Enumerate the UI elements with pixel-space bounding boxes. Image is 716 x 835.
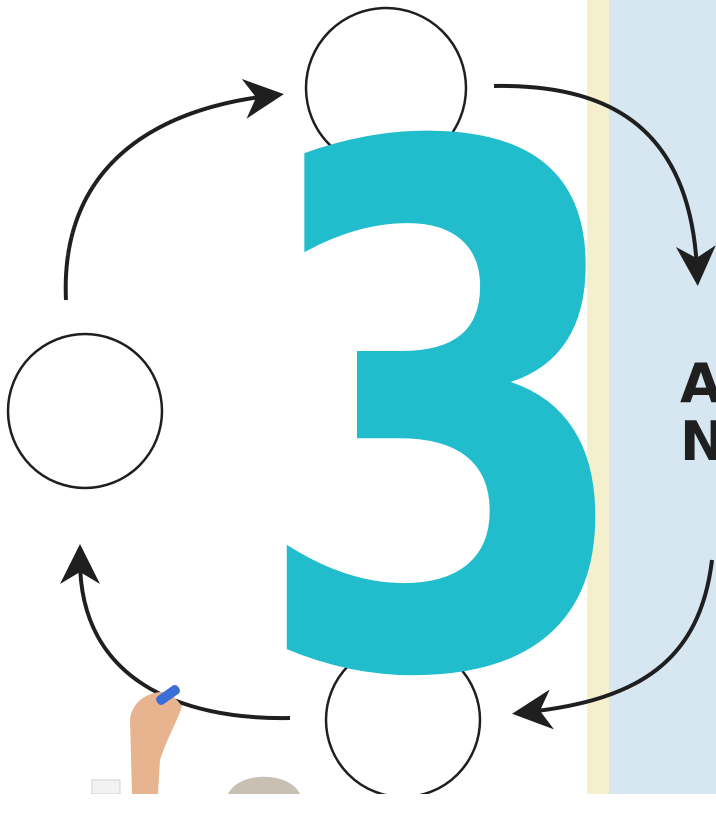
yellow-stripe [587,0,609,794]
arrow-right-to-bottom [512,559,714,730]
side-panel [609,0,716,794]
cycle-node-bottom [324,641,482,794]
big-number: 3 [249,0,640,835]
cycle-node-top [304,6,468,170]
side-panel-line1: A [680,352,716,415]
arrow-top-to-right [493,83,716,286]
cycle-graphic: A N 3 [6,0,716,835]
cycle-node-left [6,332,164,490]
hand-holding-marker-icon [91,685,300,794]
arrow-left-to-top [63,78,284,301]
side-panel-line2: N [680,410,716,473]
side-panel-text: A N [680,355,716,471]
cycle-diagram [6,6,716,794]
arrow-bottom-to-left [60,544,291,721]
